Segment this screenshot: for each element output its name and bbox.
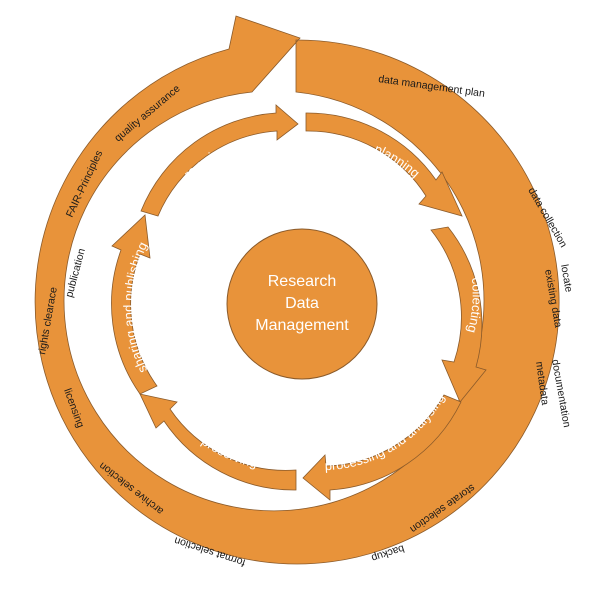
center-line-1: Research — [268, 273, 336, 290]
stage-arrow-collecting — [430, 226, 487, 403]
stage-arrow-processing — [302, 394, 462, 501]
stage-arrow-planning — [305, 112, 463, 217]
topic-documentation: documentation — [549, 358, 573, 428]
stage-arrow-reusing — [140, 104, 299, 217]
stage-arrow-preserving — [139, 393, 297, 491]
inner-cycle — [111, 104, 487, 501]
topic-locate: locate — [558, 263, 575, 293]
center-node: Research Data Management — [226, 228, 378, 380]
center-line-3: Management — [255, 317, 349, 334]
stage-arrow-sharing — [111, 214, 158, 395]
center-line-2: Data — [285, 295, 319, 312]
